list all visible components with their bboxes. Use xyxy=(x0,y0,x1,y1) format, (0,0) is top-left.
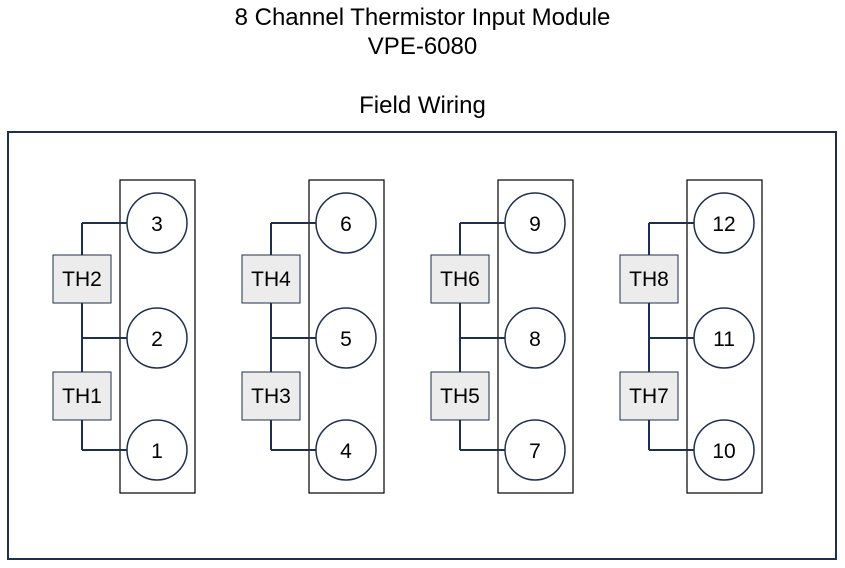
terminal-number: 4 xyxy=(340,440,352,463)
thermistor-box xyxy=(619,254,679,304)
wiring-frame xyxy=(7,131,837,560)
terminal-number: 11 xyxy=(713,328,735,351)
terminal-number: 2 xyxy=(151,328,163,351)
terminal-number: 1 xyxy=(151,440,163,463)
model-number: VPE-6080 xyxy=(367,33,478,60)
terminal-number: 8 xyxy=(529,328,541,351)
terminal-circle xyxy=(504,192,566,254)
diagram-title: 8 Channel Thermistor Input Module xyxy=(234,4,611,31)
thermistor-label: TH2 xyxy=(62,268,102,291)
thermistor-box xyxy=(52,254,112,304)
terminal-circle xyxy=(693,419,755,481)
terminal-circle xyxy=(693,307,755,369)
terminal-circle xyxy=(504,419,566,481)
terminal-number: 12 xyxy=(712,213,735,236)
thermistor-box xyxy=(52,371,112,421)
terminal-circle xyxy=(126,192,188,254)
thermistor-label: TH3 xyxy=(251,385,291,408)
thermistor-box xyxy=(430,254,490,304)
thermistor-box xyxy=(241,371,301,421)
terminal-number: 10 xyxy=(712,440,735,463)
thermistor-label: TH7 xyxy=(629,385,669,408)
terminal-circle xyxy=(315,307,377,369)
terminal-number: 3 xyxy=(151,213,163,236)
terminal-circle xyxy=(315,419,377,481)
terminal-circle xyxy=(504,307,566,369)
terminal-circle xyxy=(126,307,188,369)
terminal-number: 6 xyxy=(340,213,352,236)
thermistor-label: TH1 xyxy=(62,385,102,408)
terminal-number: 9 xyxy=(529,213,541,236)
thermistor-label: TH6 xyxy=(440,268,480,291)
diagram-subtitle: Field Wiring xyxy=(359,92,486,119)
thermistor-box xyxy=(241,254,301,304)
terminal-number: 7 xyxy=(529,440,541,463)
terminal-circle xyxy=(315,192,377,254)
terminal-number: 5 xyxy=(340,328,352,351)
thermistor-box xyxy=(619,371,679,421)
thermistor-label: TH4 xyxy=(251,268,291,291)
terminal-circle xyxy=(126,419,188,481)
thermistor-label: TH5 xyxy=(440,385,480,408)
terminal-circle xyxy=(693,192,755,254)
thermistor-box xyxy=(430,371,490,421)
thermistor-label: TH8 xyxy=(629,268,669,291)
